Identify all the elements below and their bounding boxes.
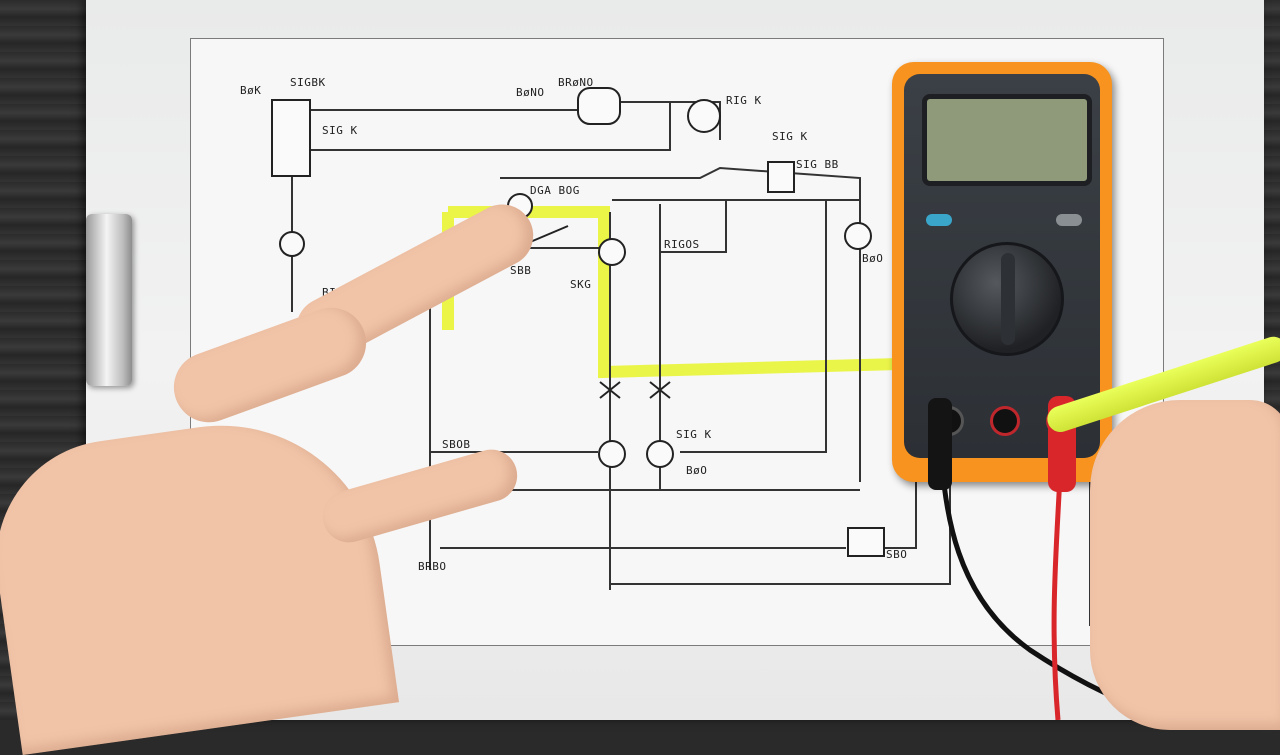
schematic-label: RIGOS	[664, 238, 700, 251]
schematic-label: SBB	[510, 264, 532, 277]
coil-symbol	[598, 238, 626, 266]
schematic-label: SKG	[570, 278, 592, 291]
schematic-label: BøO	[686, 464, 708, 477]
fuse-symbol	[767, 161, 795, 193]
right-hand	[1090, 400, 1280, 730]
schematic-label: RIG K	[726, 94, 762, 107]
schematic-label: BRøNO	[558, 76, 594, 89]
clipboard-clip	[86, 214, 132, 386]
lamp-symbol	[844, 222, 872, 250]
multimeter-display	[922, 94, 1092, 186]
schematic-label: SBO	[886, 548, 908, 561]
schematic-label: SIG K	[676, 428, 712, 441]
switch-symbol	[279, 231, 305, 257]
transformer-symbol	[577, 87, 621, 125]
schematic-label: DGA BOG	[530, 184, 580, 197]
black-probe-plug	[928, 398, 952, 490]
schematic-label: BøK	[240, 84, 262, 97]
schematic-label: SIGBK	[290, 76, 326, 89]
schematic-label: BøO	[862, 252, 884, 265]
circuit-schematic	[271, 87, 1109, 626]
schematic-label: BøNO	[516, 86, 545, 99]
multimeter-dial[interactable]	[950, 242, 1064, 356]
multimeter-grey-button[interactable]	[1056, 214, 1082, 226]
schematic-label: SIG BB	[796, 158, 839, 171]
multimeter-blue-button[interactable]	[926, 214, 952, 226]
terminal-box	[847, 527, 885, 557]
diode-b-symbol	[646, 440, 674, 468]
diode-a-symbol	[598, 440, 626, 468]
schematic-label: BRBO	[418, 560, 447, 573]
schematic-label: SIG K	[772, 130, 808, 143]
schematic-label: SIG K	[322, 124, 358, 137]
relay-box	[271, 99, 311, 177]
dial-pointer	[1001, 253, 1015, 345]
v-ohm-jack[interactable]	[990, 406, 1020, 436]
schematic-label: SBOB	[442, 438, 471, 451]
motor-symbol	[687, 99, 721, 133]
